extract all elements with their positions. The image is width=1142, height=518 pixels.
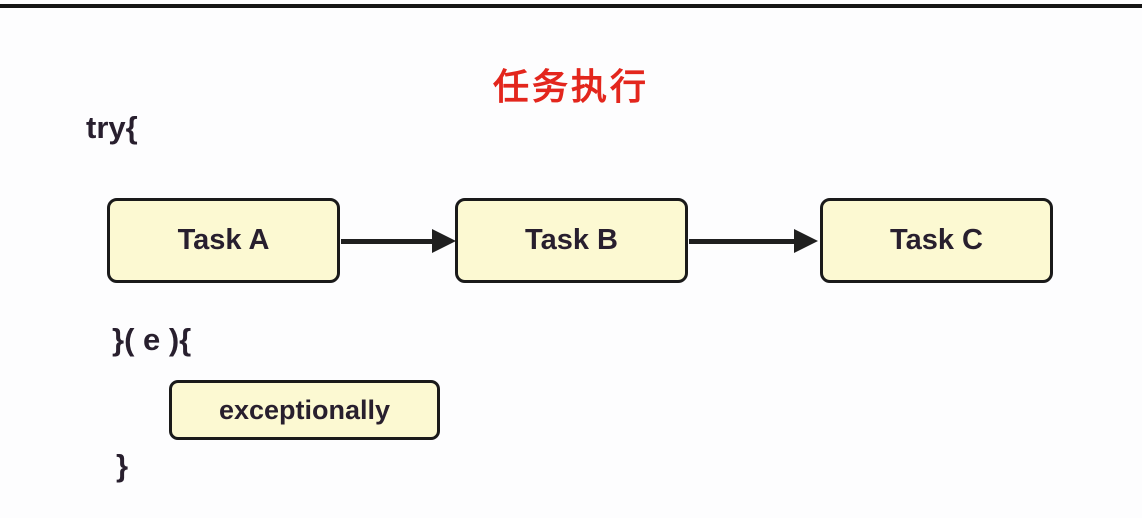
- code-try-open: try{: [86, 110, 138, 145]
- task-b-label: Task B: [525, 224, 618, 256]
- task-a-node: Task A: [107, 198, 340, 283]
- arrow-a-to-b-line: [341, 239, 434, 244]
- arrow-b-to-c-head-icon: [794, 229, 818, 253]
- task-a-label: Task A: [177, 224, 270, 256]
- top-border-line: [0, 4, 1142, 8]
- diagram-title: 任务执行: [492, 66, 649, 107]
- task-b-node: Task B: [455, 198, 688, 283]
- arrow-a-to-b-head-icon: [432, 229, 456, 253]
- arrow-b-to-c-line: [689, 239, 796, 244]
- code-catch-open: }( e ){: [112, 322, 192, 357]
- code-close-brace: }: [116, 448, 129, 483]
- task-c-label: Task C: [890, 224, 983, 256]
- task-c-node: Task C: [820, 198, 1053, 283]
- exceptionally-label: exceptionally: [218, 394, 391, 425]
- exceptionally-node: exceptionally: [169, 380, 440, 440]
